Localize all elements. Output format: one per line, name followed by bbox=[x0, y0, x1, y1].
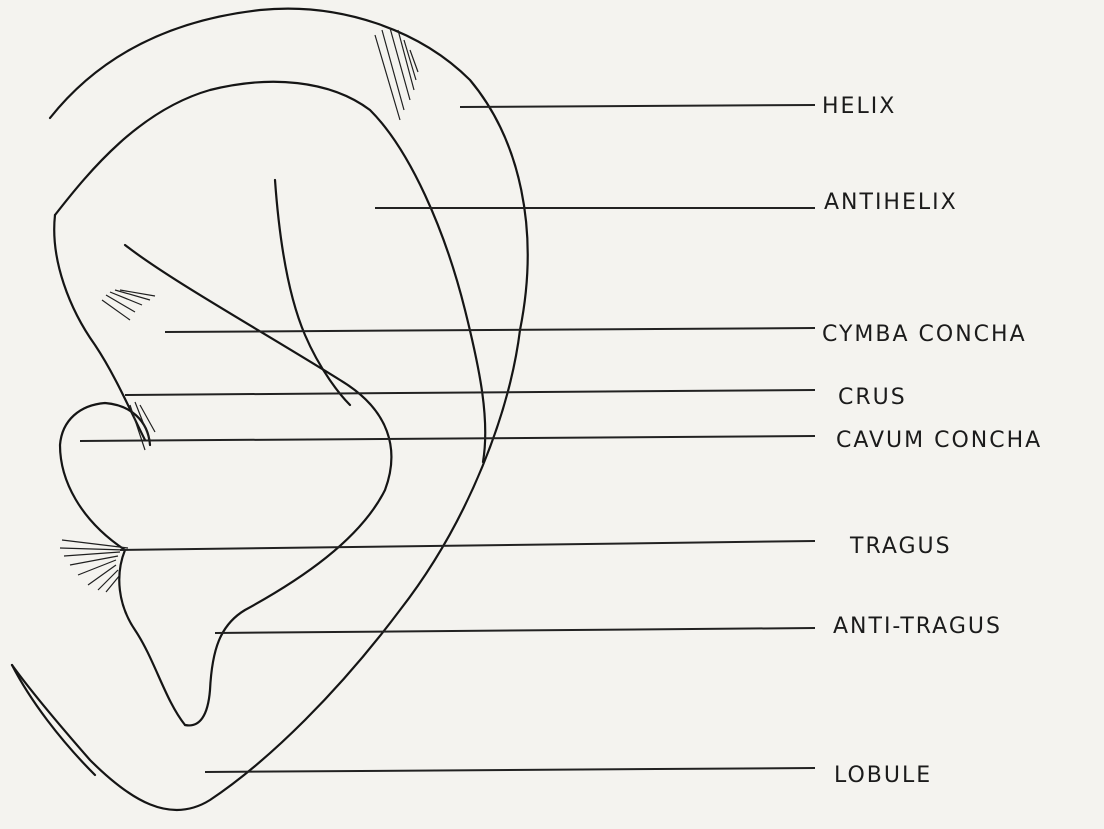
label-lobule: LOBULE bbox=[834, 765, 932, 787]
label-cavum-concha: CAVUM CONCHA bbox=[836, 430, 1042, 452]
leader-tragus bbox=[120, 541, 815, 550]
label-cymba-concha: CYMBA CONCHA bbox=[822, 324, 1027, 346]
helix-outline bbox=[12, 9, 528, 810]
label-anti-tragus: ANTI-TRAGUS bbox=[833, 616, 1002, 638]
leader-cavum bbox=[80, 436, 815, 441]
label-antihelix: ANTIHELIX bbox=[824, 192, 958, 214]
cavum-outline bbox=[60, 403, 185, 725]
leader-antitragus bbox=[215, 628, 815, 633]
leader-lobule bbox=[205, 768, 815, 772]
label-crus: CRUS bbox=[838, 387, 907, 409]
leader-cymba bbox=[165, 328, 815, 332]
label-tragus: TRAGUS bbox=[850, 536, 952, 558]
crus-line bbox=[275, 180, 350, 405]
leader-helix bbox=[460, 105, 815, 107]
leader-crus bbox=[125, 390, 815, 395]
concha-wall bbox=[125, 245, 391, 725]
label-helix: HELIX bbox=[822, 96, 896, 118]
